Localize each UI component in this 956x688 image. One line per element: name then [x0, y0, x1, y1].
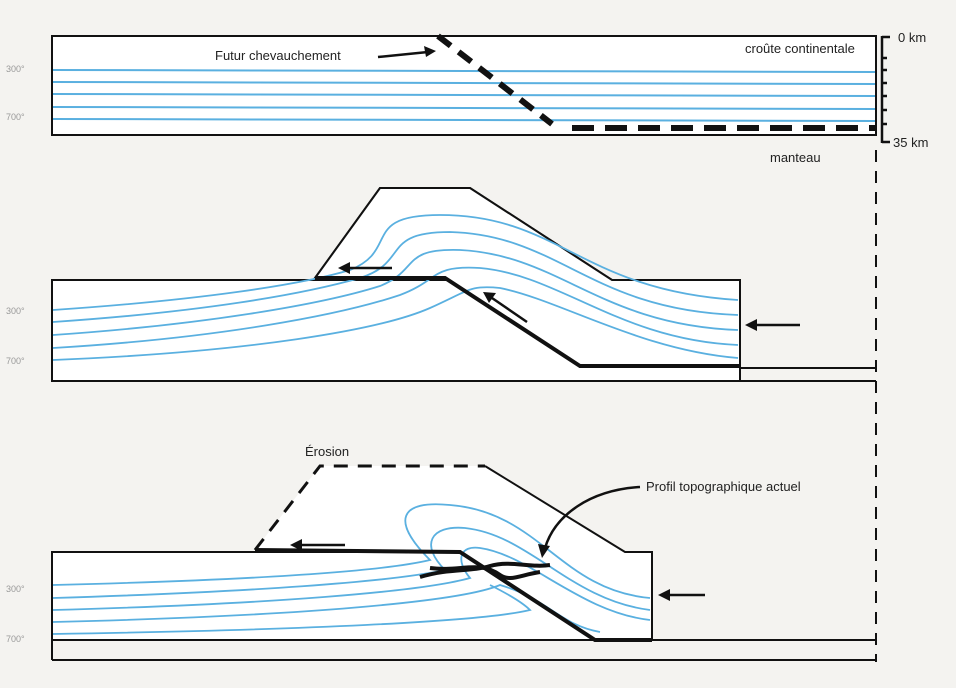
current-profile-label: Profil topographique actuel	[646, 479, 801, 494]
arrow-future-thrust	[377, 50, 429, 59]
eroded-profile	[253, 464, 485, 551]
isotherms-2	[52, 214, 739, 361]
isotherm-300-label-3: 300°	[6, 584, 25, 594]
panel-initial	[51, 33, 890, 144]
isotherm-300-label-1: 300°	[6, 64, 25, 74]
mantle-label: manteau	[770, 150, 821, 165]
thrust-fault-3	[254, 548, 652, 642]
panel-erosion	[51, 464, 876, 661]
isotherm-700-label-3: 700°	[6, 634, 25, 644]
panel-thrusting	[51, 187, 876, 382]
future-thrust-label: Futur chevauchement	[215, 48, 341, 63]
isotherm-700-label-2: 700°	[6, 356, 25, 366]
current-topographic-profile	[419, 561, 551, 580]
isotherms-1	[52, 69, 876, 122]
isotherm-700-label-1: 700°	[6, 112, 25, 122]
depth-bottom-label: 35 km	[893, 135, 929, 150]
thrust-fault	[315, 276, 740, 368]
depth-top-label: 0 km	[898, 30, 927, 45]
erosion-label: Érosion	[305, 444, 350, 459]
continental-crust-label: croûte continentale	[745, 41, 855, 56]
depth-scale	[880, 35, 890, 144]
isotherm-300-label-2: 300°	[6, 306, 25, 316]
